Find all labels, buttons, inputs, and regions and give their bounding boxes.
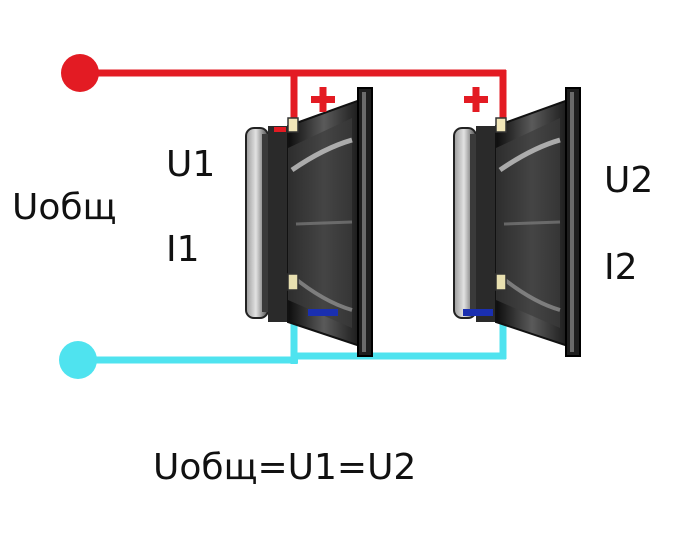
u1-label: U1 bbox=[166, 144, 216, 185]
plus-mark-2 bbox=[464, 87, 488, 112]
negative-input-terminal-icon bbox=[59, 341, 97, 379]
minus-mark-1 bbox=[308, 309, 338, 316]
positive-wire bbox=[61, 54, 507, 126]
i2-label: I2 bbox=[604, 247, 638, 288]
u2-label: U2 bbox=[604, 160, 654, 201]
negative-wire bbox=[59, 298, 507, 379]
total-voltage-label: Uобщ bbox=[12, 187, 117, 228]
i1-label: I1 bbox=[166, 229, 200, 270]
minus-mark-2 bbox=[463, 309, 493, 316]
small-red-mark bbox=[274, 127, 286, 132]
plus-mark-1 bbox=[311, 87, 335, 112]
equation-label: Uобщ=U1=U2 bbox=[153, 447, 417, 488]
positive-input-terminal-icon bbox=[61, 54, 99, 92]
